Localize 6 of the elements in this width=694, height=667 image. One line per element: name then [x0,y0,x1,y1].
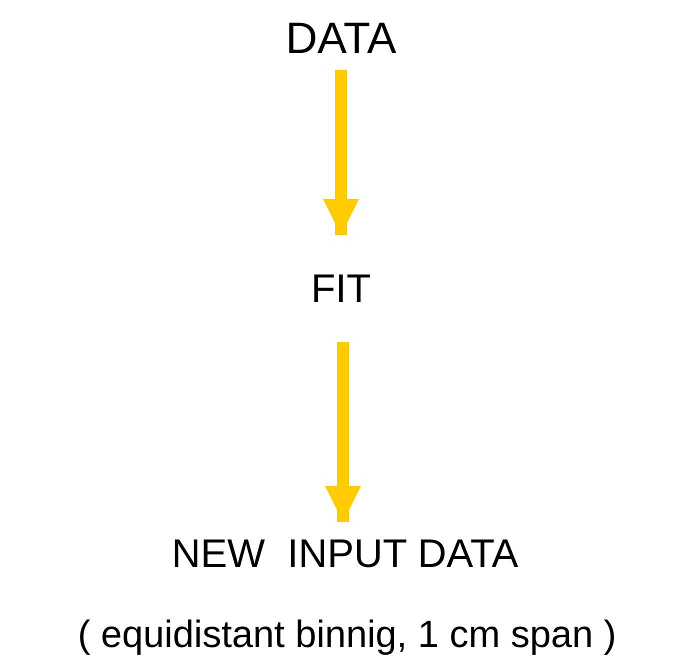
node-label: FIT [311,268,371,308]
arrow [323,70,359,235]
arrow [325,342,361,522]
node-caption: ( equidistant binnig, 1 cm span ) [76,616,618,654]
node-label: NEW INPUT DATA [172,534,518,574]
node-label: DATA [286,17,396,61]
